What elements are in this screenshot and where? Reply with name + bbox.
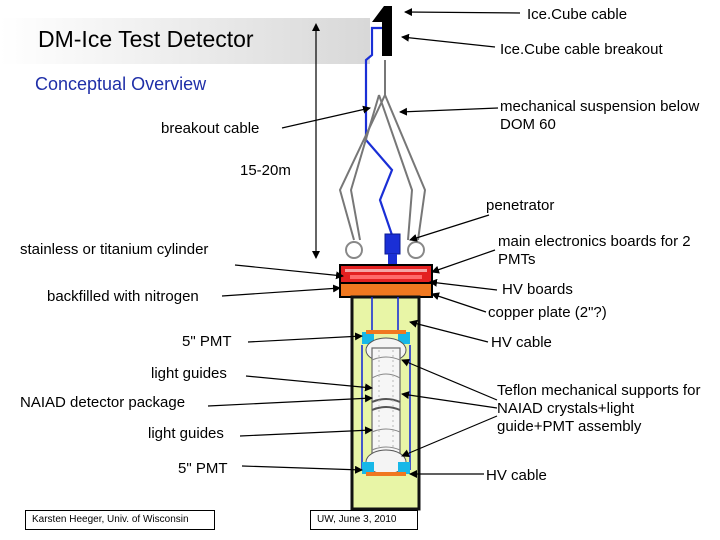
label-breakout-cable: breakout cable (161, 120, 260, 137)
label-backfilled: backfilled with nitrogen (47, 288, 199, 305)
label-light-guides-top: light guides (151, 365, 227, 382)
label-length: 15-20m (240, 162, 291, 179)
label-hv-cable-top: HV cable (491, 334, 552, 351)
page-title: DM-Ice Test Detector (38, 26, 254, 52)
label-copper-plate: copper plate (2"?) (488, 304, 607, 321)
label-pmt-bottom: 5" PMT (178, 460, 228, 477)
electronics-lid (339, 264, 433, 284)
label-icecube-cable-breakout: Ice.Cube cable breakout (500, 41, 663, 58)
copper-plate (339, 282, 433, 298)
footer-date: UW, June 3, 2010 (317, 514, 397, 525)
label-hv-boards: HV boards (502, 281, 573, 298)
title-bar (0, 18, 370, 64)
breakout-cable (364, 26, 394, 236)
label-main-electronics: main electronics boards for 2 PMTs (498, 233, 691, 268)
icecube-cable (372, 6, 392, 56)
label-naiad-package: NAIAD detector package (20, 394, 186, 411)
label-hv-cable-bottom: HV cable (486, 467, 547, 484)
label-pmt-top: 5" PMT (182, 333, 232, 350)
label-icecube-cable: Ice.Cube cable (527, 6, 628, 23)
label-mechanical-suspension: mechanical suspension below DOM 60 (500, 98, 700, 133)
page-subtitle: Conceptual Overview (35, 74, 207, 94)
callout-lines (207, 8, 521, 478)
footer-author: Karsten Heeger, Univ. of Wisconsin (32, 514, 189, 525)
label-penetrator: penetrator (486, 197, 555, 214)
footer-date-box (310, 510, 418, 530)
naiad-assembly (371, 347, 401, 467)
footer-author-box (25, 510, 215, 530)
suspension-rings (345, 241, 425, 259)
penetrator (384, 233, 401, 268)
label-teflon-supports: Teflon mechanical supports for NAIAD cry… (497, 382, 701, 435)
label-cylinder: stainless or titanium cylinder (20, 241, 209, 258)
label-light-guides-bottom: light guides (148, 425, 224, 442)
pmt-bottom (362, 449, 410, 476)
suspension-wires (338, 60, 427, 241)
